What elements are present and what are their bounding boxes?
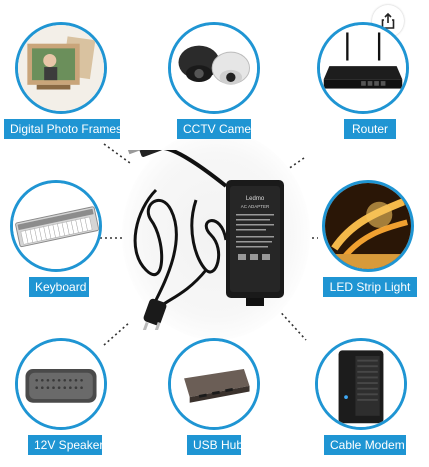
device-cctv: CCTV Camera	[153, 22, 273, 162]
cctv-image	[168, 22, 260, 114]
device-router: Router	[302, 22, 422, 162]
usb-hub-label: USB Hub	[187, 435, 243, 455]
usb-hub-image	[168, 338, 260, 430]
photo-frames-image	[15, 22, 107, 114]
device-usb-hub: USB Hub	[153, 338, 273, 467]
led-label: LED Strip Light	[323, 277, 417, 297]
cctv-label: CCTV Camera	[177, 119, 262, 139]
adapter-model: AC ADAPTER	[241, 204, 270, 209]
modem-label: Cable Modem	[324, 435, 406, 455]
keyboard-label: Keyboard	[29, 277, 89, 297]
adapter-brand: Ledmo	[246, 196, 265, 202]
share-icon	[381, 12, 395, 29]
power-adapter-image: Ledmo AC ADAPTER	[127, 141, 284, 333]
keyboard-image	[10, 180, 102, 272]
photo-frames-label: Digital Photo Frames	[4, 119, 122, 139]
router-image	[317, 22, 409, 114]
device-photo-frames: Digital Photo Frames	[0, 22, 122, 162]
device-led: LED Strip Light	[307, 180, 427, 320]
speakers-label: 12V Speakers	[28, 435, 109, 455]
speakers-image	[15, 338, 107, 430]
power-adapter: Ledmo AC ADAPTER	[126, 141, 296, 333]
device-speakers: 12V Speakers	[0, 338, 120, 467]
router-label: Router	[344, 119, 396, 139]
device-modem: Cable Modem	[300, 338, 420, 467]
modem-image	[315, 338, 407, 430]
led-image	[322, 180, 414, 272]
device-keyboard: Keyboard	[0, 180, 115, 320]
